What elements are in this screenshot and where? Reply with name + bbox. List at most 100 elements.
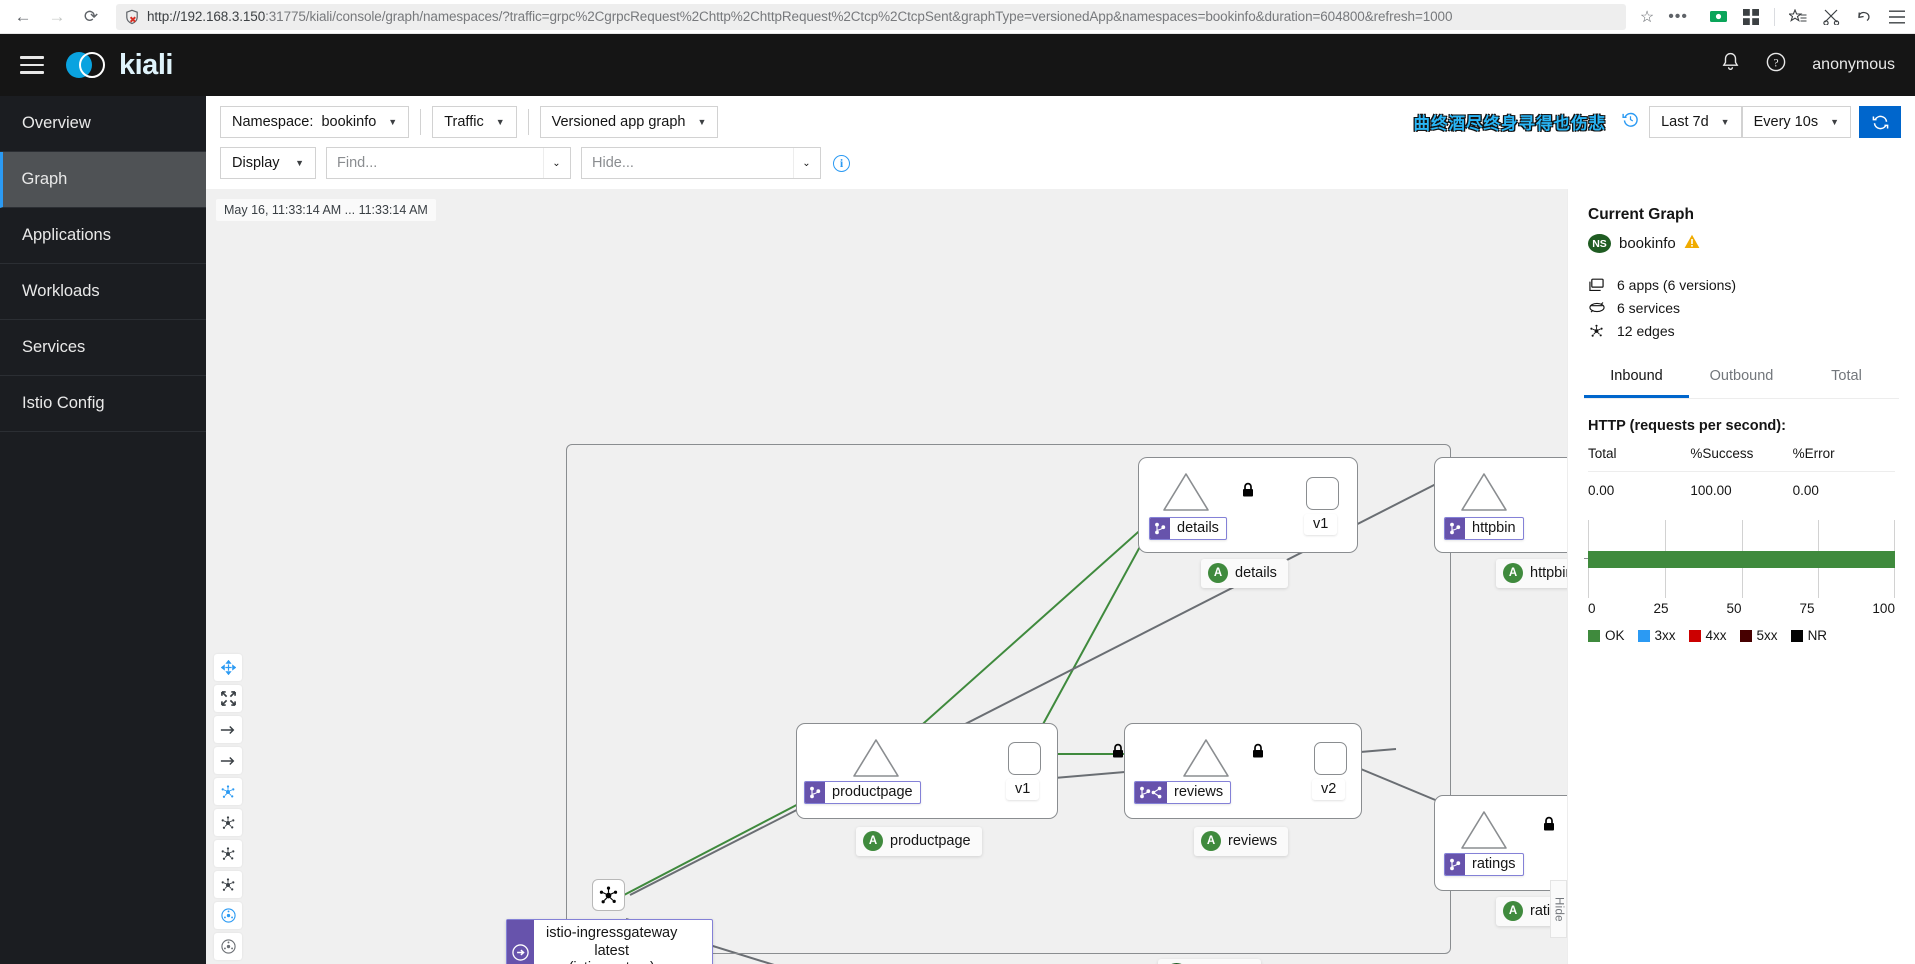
- duration-selector[interactable]: Last 7d ▼: [1649, 106, 1742, 138]
- sidebar-item-overview[interactable]: Overview: [0, 96, 206, 152]
- legend-item-nr[interactable]: NR: [1790, 628, 1827, 643]
- service-node-httpbin[interactable]: [1459, 471, 1509, 513]
- layout-concentric-button[interactable]: [214, 871, 242, 898]
- app-pill-httpbin[interactable]: A httpbin: [1496, 559, 1567, 588]
- x-tick-100: 100: [1872, 601, 1895, 616]
- node-label-ratings-text: ratings: [1472, 856, 1516, 872]
- bookmark-star-icon[interactable]: ☆: [1639, 8, 1655, 26]
- node-label-productpage[interactable]: productpage: [804, 781, 921, 804]
- x-tick-75: 75: [1799, 601, 1815, 616]
- expand-horizontal-button[interactable]: [214, 716, 242, 743]
- virtual-service-badge-icon: [1445, 518, 1465, 539]
- scissors-icon[interactable]: [1821, 7, 1841, 27]
- menu-icon[interactable]: [1887, 7, 1907, 27]
- sidebar-item-applications[interactable]: Applications: [0, 208, 206, 264]
- layout-cola-button[interactable]: [214, 809, 242, 836]
- mtls-lock-icon-details: [1241, 482, 1254, 497]
- app-pill-reviews[interactable]: A reviews: [1194, 827, 1289, 856]
- stat-services: 6 services: [1588, 296, 1895, 319]
- workload-node-istio-ingressgateway[interactable]: [592, 879, 625, 911]
- app-pill-details[interactable]: A details: [1201, 559, 1288, 588]
- address-bar[interactable]: http://192.168.3.150:31775/kiali/console…: [116, 3, 1626, 30]
- node-label-reviews-text: reviews: [1174, 784, 1224, 800]
- find-dropdown-toggle[interactable]: ⌄: [543, 148, 569, 178]
- workload-node-details-v1[interactable]: [1306, 477, 1339, 510]
- refresh-interval-selector[interactable]: Every 10s ▼: [1741, 106, 1851, 138]
- column-header-total: Total: [1588, 446, 1617, 461]
- sidebar-item-graph[interactable]: Graph: [0, 152, 206, 208]
- legend-item-4xx[interactable]: 4xx: [1688, 628, 1727, 643]
- fit-to-screen-button[interactable]: [214, 685, 242, 712]
- app-badge-icon: A: [1503, 563, 1523, 583]
- sidebar-item-services[interactable]: Services: [0, 320, 206, 376]
- tab-total[interactable]: Total: [1831, 368, 1862, 384]
- history-replay-icon[interactable]: [1622, 111, 1639, 133]
- node-label-istio-ingressgateway[interactable]: istio-ingressgateway latest (istio-syste…: [506, 919, 713, 964]
- notification-bell-icon[interactable]: [1721, 52, 1740, 78]
- find-input[interactable]: [327, 148, 543, 178]
- legend-item-ok[interactable]: OK: [1588, 628, 1625, 643]
- hide-panel-tab[interactable]: Hide: [1550, 880, 1567, 938]
- chart-legend: OK 3xx 4xx 5xx NR: [1588, 628, 1895, 643]
- namespace-pill-bookinfo[interactable]: NS bookinfo: [1158, 959, 1261, 964]
- url-text: http://192.168.3.150:31775/kiali/console…: [147, 9, 1452, 24]
- drag-mode-button[interactable]: [214, 654, 242, 681]
- workload-node-productpage-v1[interactable]: [1008, 742, 1041, 775]
- legend-item-5xx[interactable]: 5xx: [1739, 628, 1778, 643]
- service-node-ratings[interactable]: [1459, 809, 1509, 851]
- kiali-logo[interactable]: kiali: [66, 49, 173, 82]
- insecure-site-icon: [124, 9, 140, 25]
- hide-dropdown-toggle[interactable]: ⌄: [793, 148, 819, 178]
- chart-y-tick: [1584, 558, 1589, 559]
- workload-node-reviews-v2[interactable]: [1314, 742, 1347, 775]
- service-node-details[interactable]: [1161, 471, 1211, 513]
- toolbar-divider-1: [420, 109, 422, 135]
- node-label-ratings[interactable]: ratings: [1444, 853, 1524, 876]
- collections-icon[interactable]: [1788, 7, 1808, 27]
- forward-arrow-icon[interactable]: →: [48, 6, 66, 26]
- tab-outbound[interactable]: Outbound: [1709, 368, 1774, 384]
- info-icon[interactable]: i: [833, 154, 850, 172]
- apps-grid-icon[interactable]: [1741, 7, 1761, 27]
- layout-grid-button[interactable]: [214, 840, 242, 867]
- find-field[interactable]: ⌄: [326, 147, 571, 179]
- money-extension-icon[interactable]: [1708, 7, 1728, 27]
- graph-canvas[interactable]: May 16, 11:33:14 AM ... 11:33:14 AM: [206, 189, 1567, 964]
- node-label-reviews[interactable]: reviews: [1134, 781, 1232, 804]
- cell-total: 0.00: [1588, 483, 1615, 498]
- sidebar-item-istio-config[interactable]: Istio Config: [0, 376, 206, 432]
- url-path: :31775/kiali/console/graph/namespaces/?t…: [265, 9, 1453, 24]
- node-label-details[interactable]: details: [1149, 517, 1227, 540]
- service-node-reviews[interactable]: [1181, 737, 1231, 779]
- namespace-selector[interactable]: Namespace: bookinfo ▼: [220, 106, 410, 138]
- namespace-box-toggle-button[interactable]: [214, 933, 242, 960]
- traffic-selector[interactable]: Traffic ▼: [432, 106, 517, 138]
- legend-toggle-button[interactable]: [214, 902, 242, 929]
- node-label-httpbin[interactable]: httpbin: [1444, 517, 1524, 540]
- back-arrow-icon[interactable]: ←: [14, 6, 32, 26]
- service-node-productpage[interactable]: [851, 737, 901, 779]
- collapse-horizontal-button[interactable]: [214, 747, 242, 774]
- node-label-httpbin-text: httpbin: [1472, 520, 1516, 536]
- tab-inbound[interactable]: Inbound: [1584, 358, 1689, 398]
- warning-triangle-icon[interactable]: [1684, 234, 1700, 253]
- watermark-top: 曲终酒尽终身寻得也伤悲: [1413, 115, 1606, 133]
- user-name[interactable]: anonymous: [1812, 56, 1895, 73]
- undo-icon[interactable]: [1854, 7, 1874, 27]
- ingressgateway-label-text: istio-ingressgateway latest (istio-syste…: [534, 920, 689, 964]
- legend-label-3xx: 3xx: [1654, 628, 1676, 643]
- graph-type-selector[interactable]: Versioned app graph ▼: [539, 106, 719, 138]
- hide-input[interactable]: [582, 148, 793, 178]
- hide-field[interactable]: ⌄: [581, 147, 821, 179]
- legend-item-3xx[interactable]: 3xx: [1637, 628, 1676, 643]
- reload-icon[interactable]: ⟳: [83, 6, 99, 26]
- refresh-button[interactable]: [1859, 106, 1901, 138]
- hamburger-menu-icon[interactable]: [20, 51, 44, 79]
- sidebar-item-workloads[interactable]: Workloads: [0, 264, 206, 320]
- display-menu-button[interactable]: Display ▼: [220, 147, 316, 179]
- layout-dagre-button[interactable]: [214, 778, 242, 805]
- help-circle-icon[interactable]: ?: [1766, 52, 1786, 78]
- ellipsis-icon[interactable]: •••: [1668, 7, 1688, 25]
- app-pill-productpage[interactable]: A productpage: [856, 827, 982, 856]
- namespace-box-bookinfo[interactable]: [566, 444, 1451, 954]
